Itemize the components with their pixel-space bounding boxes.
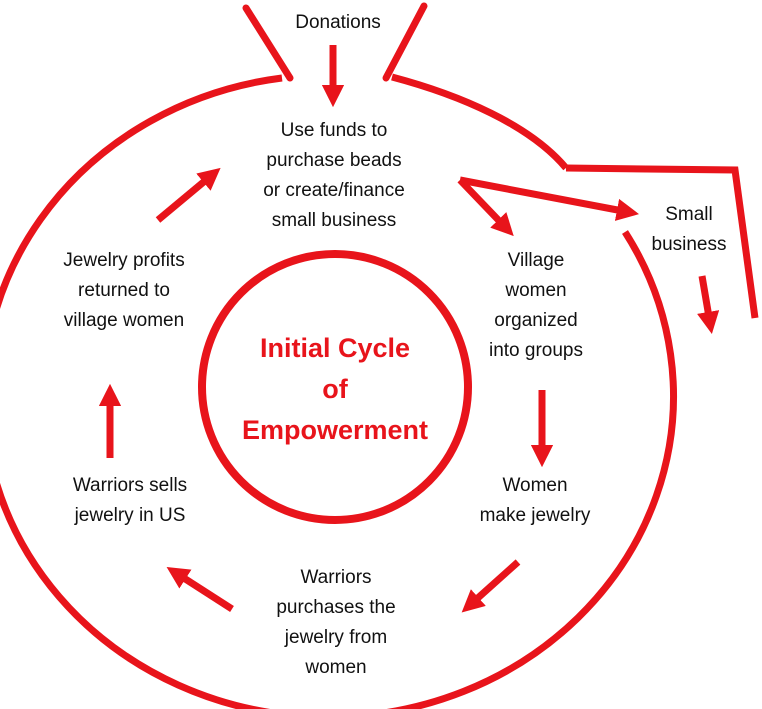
use-funds-label: Use funds to purchase beads or create/fi… — [263, 120, 405, 231]
donations-label: Donations — [295, 12, 381, 33]
women-make-jewelry-label: Women make jewelry — [479, 475, 591, 526]
center-title: Initial Cycle of Empowerment — [241, 333, 429, 445]
arrow-funds-to-small-business — [459, 176, 640, 221]
village-women-label: Village women organized into groups — [488, 250, 583, 361]
arrow-profits-to-funds — [155, 167, 221, 223]
small-business-loop — [565, 164, 759, 319]
arrow-jewelry-to-warriors — [461, 559, 521, 613]
warriors-sell-label: Warriors sells jewelry in US — [72, 475, 188, 526]
profits-returned-label: Jewelry profits returned to village wome… — [63, 250, 185, 331]
arrow-warriors-to-sell — [166, 566, 234, 612]
warriors-purchase-label: Warriors purchases the jewelry from wome… — [276, 567, 396, 678]
small-business-label: Small business — [651, 204, 727, 255]
donation-funnel-right — [382, 2, 428, 82]
donation-funnel-left — [242, 4, 294, 82]
outer-cycle-ring — [0, 74, 677, 709]
arrow-small-business-down — [697, 275, 720, 335]
inner-circle — [198, 250, 472, 524]
arrow-funds-to-village — [457, 177, 514, 237]
outer-ring-upper-right — [391, 73, 569, 171]
